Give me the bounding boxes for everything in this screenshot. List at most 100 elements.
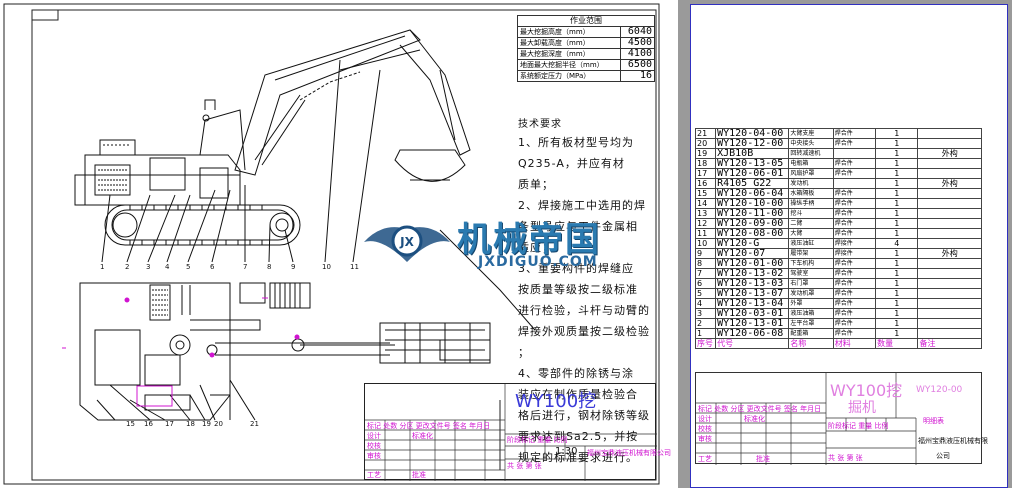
right-doc-type: 明细表 <box>923 417 944 425</box>
bom-cell-qty: 1 <box>875 218 919 229</box>
callout-number: 5 <box>186 263 191 271</box>
bom-cell-no: 13 <box>694 208 717 219</box>
bom-cell-mat: 焊合件 <box>832 188 877 199</box>
bom-cell-qty: 1 <box>875 208 919 219</box>
left-std-label: 标准化 <box>412 432 433 440</box>
tech-line: 适应； <box>518 241 554 254</box>
right-title-block: 标记 处数 分区 更改文件号 签名 年月日 设计 校核 审核 工艺 标准化 批准… <box>695 372 988 465</box>
track-outline <box>104 204 301 246</box>
callout-number: 7 <box>243 263 248 271</box>
left-title-header-row: 标记 处数 分区 更改文件号 签名 年月日 <box>367 422 491 430</box>
bom-cell-mat: 焊合件 <box>832 308 877 319</box>
bom-cell-mat: 焊合件 <box>832 268 877 279</box>
bom-header-mat: 材料 <box>832 338 877 349</box>
bom-cell-code: WY120-13-05 <box>715 158 790 169</box>
bom-cell-note <box>917 328 982 339</box>
specs-value: 6040 <box>620 26 655 38</box>
left-role-process: 工艺 <box>367 471 381 479</box>
bom-cell-code: WY120-13-01 <box>715 318 790 329</box>
callout-number: 21 <box>250 420 259 428</box>
bom-cell-note <box>917 138 982 149</box>
bom-cell-mat: 焊接件 <box>832 248 877 259</box>
specs-label: 地面最大挖掘半径（mm） <box>516 59 622 71</box>
bom-cell-note <box>917 218 982 229</box>
bom-cell-note <box>917 208 982 219</box>
bom-cell-qty: 1 <box>875 178 919 189</box>
bom-cell-qty: 1 <box>875 308 919 319</box>
bom-cell-no: 18 <box>694 158 717 169</box>
boom <box>234 29 421 176</box>
tech-line: 焊接外观质量按二级检验 <box>518 325 650 338</box>
bom-cell-code: WY120-03-01 <box>715 308 790 319</box>
callout-number: 3 <box>146 263 151 271</box>
bom-cell-no: 21 <box>694 128 717 139</box>
callout-number: 1 <box>100 263 105 271</box>
bom-cell-note <box>917 168 982 179</box>
specs-value: 16 <box>620 70 655 82</box>
callout-number: 6 <box>210 263 215 271</box>
bom-cell-note <box>917 158 982 169</box>
bom-cell-name: 电瓶箱 <box>788 158 834 169</box>
bom-cell-note: 外构 <box>917 148 982 159</box>
bom-cell-qty: 1 <box>875 328 919 339</box>
bom-cell-no: 6 <box>694 278 717 289</box>
bom-header-qty: 数量 <box>875 338 919 349</box>
boom-plan <box>215 342 390 356</box>
excavator-drawing <box>3 3 660 485</box>
bom-cell-note <box>917 198 982 209</box>
plan-view <box>79 282 491 421</box>
left-role-review: 审核 <box>367 452 381 460</box>
callout-number: 2 <box>125 263 130 271</box>
bom-cell-note <box>917 308 982 319</box>
bom-cell-qty: 4 <box>875 238 919 249</box>
bom-cell-note: 外构 <box>917 248 982 259</box>
specs-row: 地面最大挖掘半径（mm）6500 <box>516 59 655 71</box>
bom-cell-code: R4105 G22 <box>715 178 790 189</box>
specs-label: 最大挖掘深度（mm） <box>516 48 622 60</box>
bom-cell-name: 左平台罩 <box>788 318 834 329</box>
specs-value: 4500 <box>620 37 655 49</box>
tech-line: 格后进行，钢材除锈等级 <box>518 409 650 422</box>
tech-line: 1、所有板材型号均为 <box>518 136 634 149</box>
bom-cell-qty: 1 <box>875 318 919 329</box>
bom-cell-no: 15 <box>694 188 717 199</box>
tech-line: 4、零部件的除锈与涂 <box>518 367 634 380</box>
bom-cell-name: 水箱隔板 <box>788 188 834 199</box>
tech-line: ； <box>518 346 530 359</box>
bom-cell-qty: 1 <box>875 258 919 269</box>
bom-cell-qty: 1 <box>875 158 919 169</box>
bom-cell-no: 14 <box>694 198 717 209</box>
bom-cell-name: 液压油缸 <box>788 238 834 249</box>
bom-cell-qty: 1 <box>875 168 919 179</box>
right-stage-row: 阶段标记 重量 比例 <box>828 422 889 430</box>
left-approve-label: 批准 <box>412 471 426 479</box>
bom-cell-code: WY120-09-00 <box>715 218 790 229</box>
bom-cell-code: WY120-07 <box>715 248 790 259</box>
bom-cell-name: 二臂 <box>788 218 834 229</box>
tech-line: 3、重要构件的焊缝应 <box>518 262 634 275</box>
left-company: 福州宝鼎液压机械有限公司 <box>587 449 671 457</box>
bom-cell-name: 右门罩 <box>788 278 834 289</box>
watermark-en: JXDIGUO.COM <box>478 254 598 270</box>
left-title-block: 标记 处数 分区 更改文件号 签名 年月日 设计 校核 审核 工艺 标准化 批准… <box>364 383 671 481</box>
bom-cell-name: 配重箱 <box>788 328 834 339</box>
bom-cell-qty: 1 <box>875 198 919 209</box>
bom-cell-no: 9 <box>694 248 717 259</box>
right-std-label: 标准化 <box>744 415 765 423</box>
bom-cell-note <box>917 228 982 239</box>
bom-cell-name: 中央接头 <box>788 138 834 149</box>
bom-cell-no: 1 <box>694 328 717 339</box>
tech-heading: 技术要求 <box>518 119 562 130</box>
bom-cell-name: 外罩 <box>788 298 834 309</box>
